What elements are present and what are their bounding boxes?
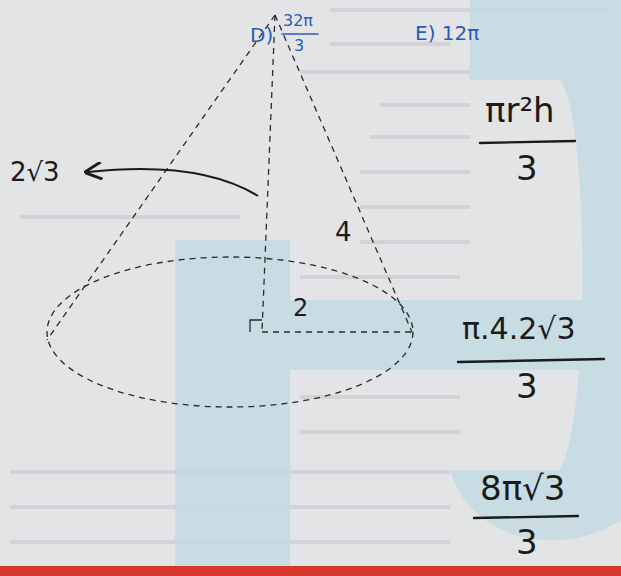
watermark [175,0,621,576]
formula-denominator: 3 [516,150,538,187]
slant-arrow [88,169,258,196]
fraction-denominator: 3 [294,37,304,55]
fraction-numerator: 32π [283,12,313,30]
red-strip [0,566,621,576]
formula-numerator: πr²h [485,92,555,129]
faint-print [10,8,610,544]
formula-numerator: π.4.2√3 [462,312,576,345]
dimension-label: 2 [293,295,308,321]
cone [47,15,413,407]
formula-numerator: 8π√3 [480,470,565,507]
formula-denominator: 3 [516,524,538,561]
answer-choice: E) 12π [415,22,479,44]
fraction-bar [282,34,604,518]
formula-denominator: 3 [516,368,538,405]
right-angle-mark [250,320,262,332]
dimension-label: 4 [335,218,352,247]
answer-choice: D) [250,24,273,46]
dimension-label: 2√3 [10,158,60,187]
